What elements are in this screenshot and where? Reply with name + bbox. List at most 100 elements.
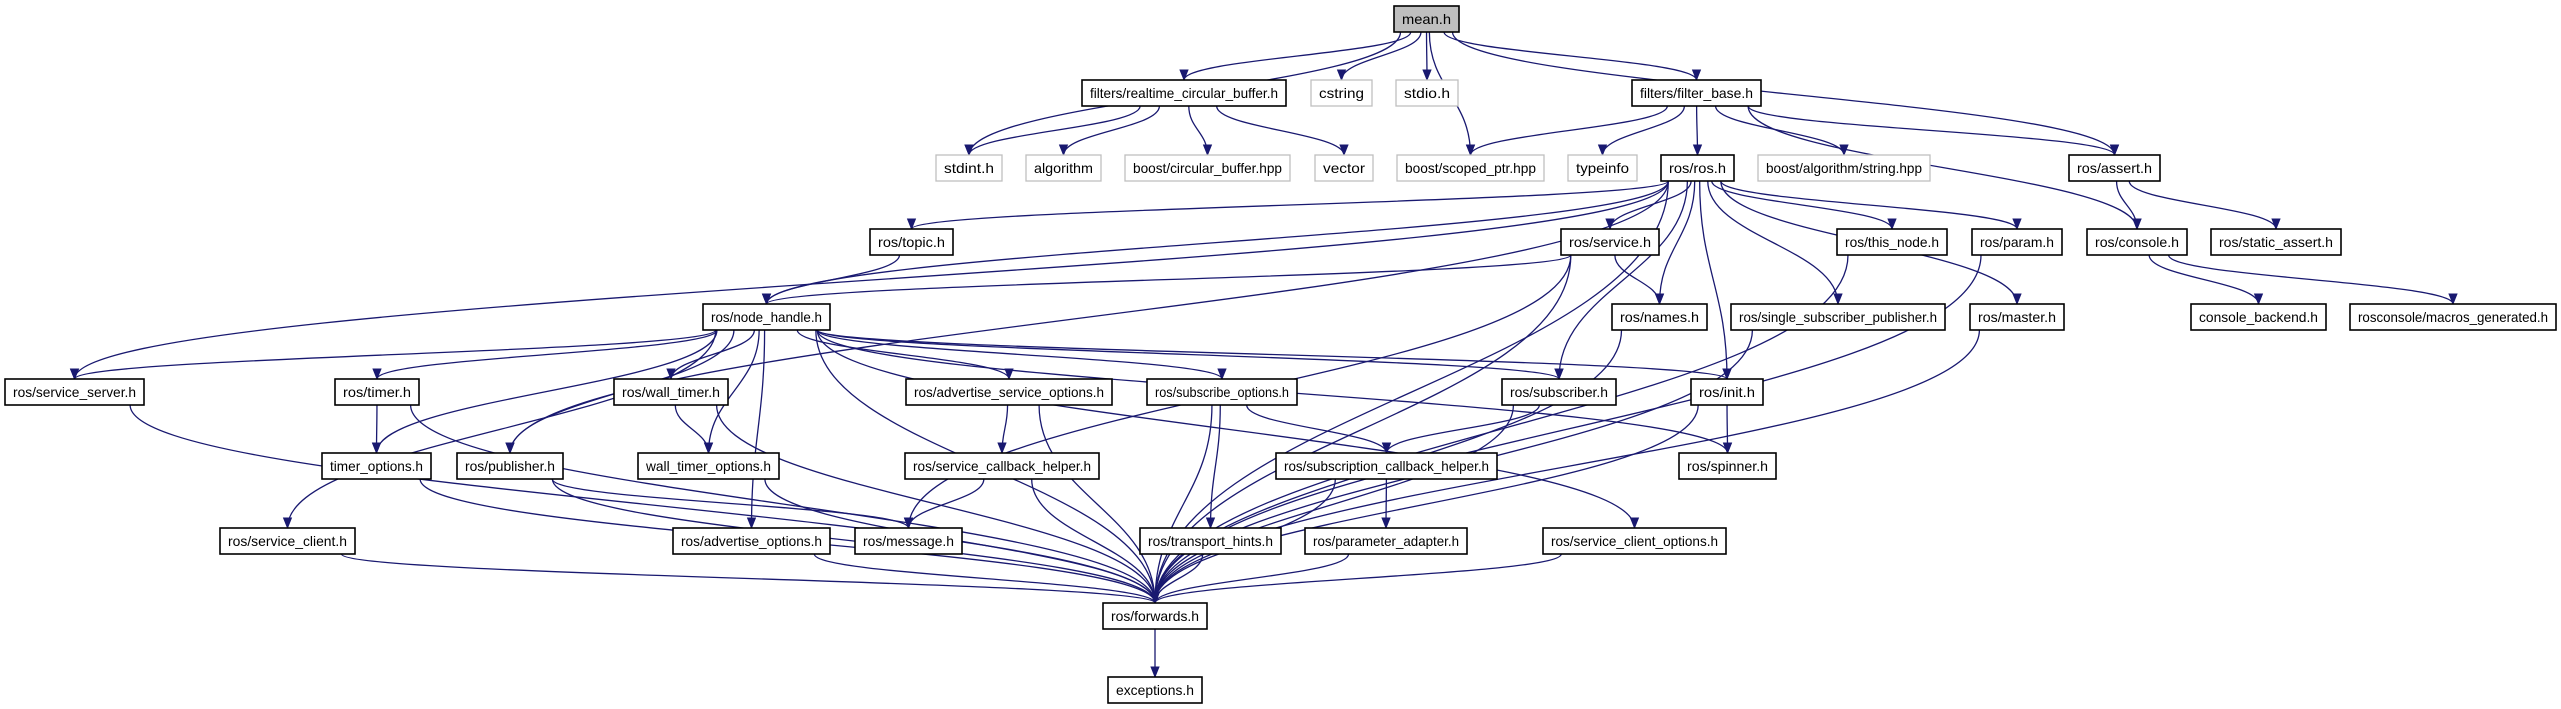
edge-node_handle-to-aso: [796, 329, 1014, 381]
node-timer-options[interactable]: timer_options.h: [321, 452, 432, 480]
node-box[interactable]: [2190, 303, 2327, 331]
node-mean[interactable]: mean.h: [1393, 5, 1460, 33]
node-node-handle[interactable]: ros/node_handle.h: [702, 303, 831, 331]
edge-console-to-console_backend: [2148, 254, 2264, 306]
node-vector[interactable]: vector: [1314, 154, 1374, 182]
node-subscriber[interactable]: ros/subscriber.h: [1501, 378, 1617, 406]
node-this-node[interactable]: ros/this_node.h: [1836, 228, 1948, 256]
node-ssp[interactable]: ros/single_subscriber_publisher.h: [1730, 303, 1946, 331]
node-box[interactable]: [904, 452, 1100, 480]
node-rcb[interactable]: filters/realtime_circular_buffer.h: [1081, 79, 1287, 107]
node-subopts[interactable]: ros/subscribe_options.h: [1146, 378, 1298, 406]
node-box[interactable]: [869, 228, 954, 256]
node-box[interactable]: [1395, 79, 1459, 107]
node-box[interactable]: [1542, 527, 1727, 555]
node-label: ros/publisher.h: [465, 458, 555, 474]
node-box[interactable]: [1971, 228, 2063, 256]
node-box[interactable]: [935, 154, 1003, 182]
node-master[interactable]: ros/master.h: [1969, 303, 2065, 331]
node-param[interactable]: ros/param.h: [1971, 228, 2063, 256]
node-box[interactable]: [672, 527, 831, 555]
node-box[interactable]: [2349, 303, 2557, 331]
node-sco[interactable]: ros/service_client_options.h: [1542, 527, 1727, 555]
node-box[interactable]: [1836, 228, 1948, 256]
node-forwards[interactable]: ros/forwards.h: [1102, 602, 1208, 630]
node-typeinfo[interactable]: typeinfo: [1567, 154, 1638, 182]
node-box[interactable]: [1757, 154, 1931, 182]
node-box[interactable]: [2210, 228, 2342, 256]
node-wall-timer[interactable]: ros/wall_timer.h: [613, 378, 729, 406]
node-sch[interactable]: ros/service_callback_helper.h: [904, 452, 1100, 480]
node-box[interactable]: [1631, 79, 1762, 107]
node-box[interactable]: [2086, 228, 2188, 256]
node-box[interactable]: [1146, 378, 1298, 406]
node-spinner[interactable]: ros/spinner.h: [1678, 452, 1777, 480]
node-box[interactable]: [1560, 228, 1660, 256]
node-console-backend[interactable]: console_backend.h: [2190, 303, 2327, 331]
node-adv-opts[interactable]: ros/advertise_options.h: [672, 527, 831, 555]
node-box[interactable]: [4, 378, 145, 406]
node-box[interactable]: [1611, 303, 1708, 331]
node-box[interactable]: [334, 378, 420, 406]
node-box[interactable]: [321, 452, 432, 480]
node-box[interactable]: [1124, 154, 1291, 182]
node-init[interactable]: ros/init.h: [1690, 378, 1764, 406]
node-ros[interactable]: ros/ros.h: [1660, 154, 1735, 182]
node-aso[interactable]: ros/advertise_service_options.h: [905, 378, 1113, 406]
node-box[interactable]: [1393, 5, 1460, 33]
node-box[interactable]: [456, 452, 564, 480]
node-box[interactable]: [1969, 303, 2065, 331]
node-box[interactable]: [1310, 79, 1373, 107]
node-subcb[interactable]: ros/subscription_callback_helper.h: [1275, 452, 1498, 480]
node-box[interactable]: [219, 527, 356, 555]
node-exceptions[interactable]: exceptions.h: [1107, 676, 1203, 704]
node-assert[interactable]: ros/assert.h: [2068, 154, 2161, 182]
node-stdint[interactable]: stdint.h: [935, 154, 1003, 182]
node-transport[interactable]: ros/transport_hints.h: [1139, 527, 1282, 555]
node-message[interactable]: ros/message.h: [854, 527, 963, 555]
node-static-assert[interactable]: ros/static_assert.h: [2210, 228, 2342, 256]
node-console[interactable]: ros/console.h: [2086, 228, 2188, 256]
node-macros[interactable]: rosconsole/macros_generated.h: [2349, 303, 2557, 331]
node-box[interactable]: [1107, 676, 1203, 704]
node-box[interactable]: [1314, 154, 1374, 182]
node-box[interactable]: [1678, 452, 1777, 480]
node-box[interactable]: [2068, 154, 2161, 182]
edge-ros-to-ssp: [1707, 180, 1843, 306]
node-box[interactable]: [1025, 154, 1102, 182]
node-param-adapter[interactable]: ros/parameter_adapter.h: [1304, 527, 1468, 555]
node-topic[interactable]: ros/topic.h: [869, 228, 954, 256]
node-cstring[interactable]: cstring: [1310, 79, 1373, 107]
node-box[interactable]: [702, 303, 831, 331]
node-scoped[interactable]: boost/scoped_ptr.hpp: [1396, 154, 1545, 182]
node-box[interactable]: [905, 378, 1113, 406]
node-box[interactable]: [1730, 303, 1946, 331]
node-box[interactable]: [1396, 154, 1545, 182]
node-label: ros/service_client.h: [228, 533, 347, 549]
node-box[interactable]: [1275, 452, 1498, 480]
node-publisher[interactable]: ros/publisher.h: [456, 452, 564, 480]
node-box[interactable]: [854, 527, 963, 555]
node-bstring[interactable]: boost/algorithm/string.hpp: [1757, 154, 1931, 182]
node-box[interactable]: [1304, 527, 1468, 555]
node-wto[interactable]: wall_timer_options.h: [637, 452, 780, 480]
node-box[interactable]: [1102, 602, 1208, 630]
node-box[interactable]: [637, 452, 780, 480]
node-algorithm[interactable]: algorithm: [1025, 154, 1102, 182]
node-box[interactable]: [1660, 154, 1735, 182]
node-service-server[interactable]: ros/service_server.h: [4, 378, 145, 406]
node-names[interactable]: ros/names.h: [1611, 303, 1708, 331]
node-box[interactable]: [1081, 79, 1287, 107]
node-box[interactable]: [1139, 527, 1282, 555]
node-circ[interactable]: boost/circular_buffer.hpp: [1124, 154, 1291, 182]
node-box[interactable]: [1501, 378, 1617, 406]
edge-publisher-to-message: [551, 478, 914, 530]
node-stdio[interactable]: stdio.h: [1395, 79, 1459, 107]
node-box[interactable]: [1690, 378, 1764, 406]
node-service-client[interactable]: ros/service_client.h: [219, 527, 356, 555]
node-box[interactable]: [613, 378, 729, 406]
node-timer[interactable]: ros/timer.h: [334, 378, 420, 406]
node-filter-base[interactable]: filters/filter_base.h: [1631, 79, 1762, 107]
node-service[interactable]: ros/service.h: [1560, 228, 1660, 256]
node-box[interactable]: [1567, 154, 1638, 182]
